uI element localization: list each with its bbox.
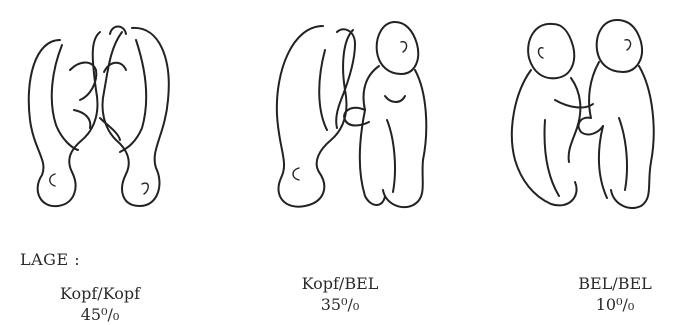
- caption-head-head: Kopf/Kopf 45⁰/₀: [40, 283, 160, 325]
- twins-breech-breech-illustration: [485, 0, 685, 215]
- position-heading: LAGE :: [20, 250, 80, 269]
- caption-percent: 35⁰/₀: [280, 294, 400, 315]
- caption-head-breech: Kopf/BEL 35⁰/₀: [280, 273, 400, 315]
- caption-percent: 45⁰/₀: [40, 304, 160, 325]
- caption-breech-breech: BEL/BEL 10⁰/₀: [560, 273, 670, 315]
- twins-head-head-illustration: [0, 0, 200, 215]
- caption-percent: 10⁰/₀: [560, 294, 670, 315]
- twins-head-breech-illustration: [245, 0, 460, 215]
- caption-title: Kopf/Kopf: [40, 283, 160, 304]
- caption-title: Kopf/BEL: [280, 273, 400, 294]
- caption-title: BEL/BEL: [560, 273, 670, 294]
